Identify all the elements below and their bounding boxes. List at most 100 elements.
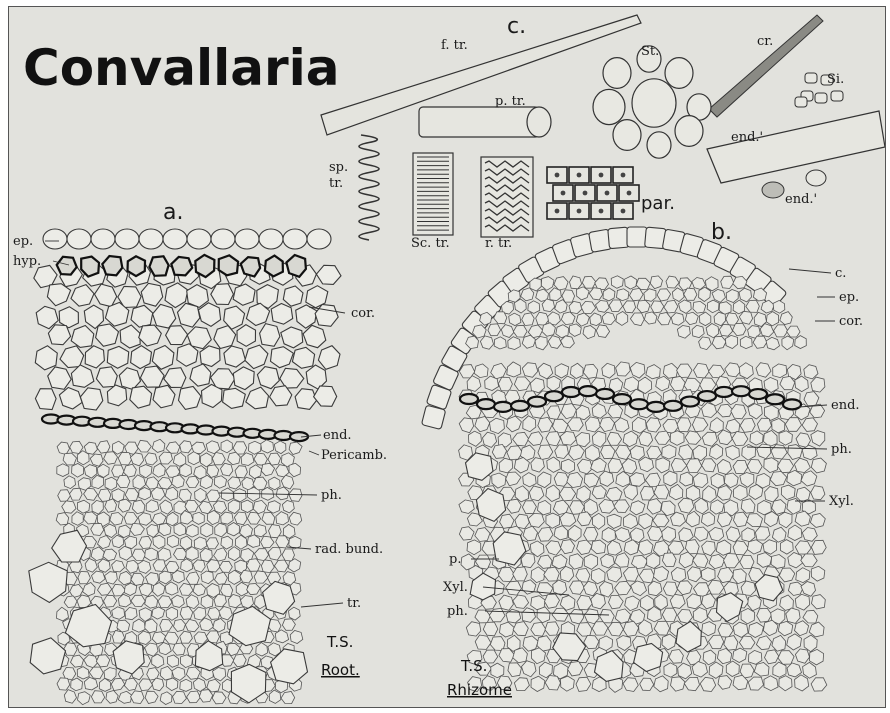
cell-shape — [91, 524, 104, 536]
cell-shape — [118, 525, 130, 538]
cell-shape — [677, 581, 692, 595]
cell-shape — [764, 458, 778, 473]
cell-shape — [281, 692, 295, 704]
cell-shape — [600, 471, 614, 486]
cell-shape — [773, 662, 786, 677]
cell-shape — [221, 463, 233, 476]
cell-shape — [475, 635, 491, 649]
cell-shape — [219, 607, 232, 620]
cell-shape — [537, 583, 553, 596]
cell-shape — [719, 325, 732, 337]
cell-shape — [709, 527, 724, 541]
cell-shape — [678, 498, 694, 513]
cell-shape — [57, 607, 69, 621]
cell-shape — [687, 567, 701, 582]
cell-shape — [726, 446, 740, 460]
element-label-r-tr: r. tr. — [485, 236, 512, 251]
cell-shape — [145, 453, 158, 465]
cell-shape — [513, 325, 527, 337]
cell-shape — [269, 477, 281, 490]
cell-shape — [662, 553, 676, 567]
cell-shape — [153, 535, 165, 549]
cell-shape — [801, 554, 818, 567]
cell-shape — [560, 432, 576, 446]
cell-shape — [779, 676, 792, 691]
cell-shape — [779, 568, 795, 582]
cell-shape — [508, 663, 522, 677]
cell-shape — [811, 566, 825, 581]
cell-shape — [711, 474, 725, 489]
cell-shape — [561, 404, 576, 419]
cell-shape — [611, 276, 623, 289]
cell-shape — [576, 313, 589, 326]
cell-shape — [766, 312, 778, 326]
cell-shape — [766, 394, 784, 404]
cell-shape — [757, 608, 772, 622]
cell-shape — [733, 323, 747, 335]
cell-shape — [145, 548, 158, 561]
cell-shape — [748, 677, 763, 690]
cell-shape — [153, 560, 166, 572]
cell-shape — [654, 676, 668, 692]
cell-shape — [146, 500, 159, 512]
cell-shape — [804, 635, 817, 652]
cell-shape — [117, 620, 130, 632]
cell-shape — [687, 594, 702, 609]
cell-shape — [639, 457, 654, 472]
cell-shape — [538, 527, 553, 541]
cell-shape — [522, 661, 537, 677]
cell-shape — [717, 648, 731, 663]
cell-shape — [754, 663, 769, 677]
cell-shape — [83, 583, 96, 596]
cell-shape — [623, 678, 638, 692]
cell-shape — [596, 389, 614, 399]
cell-shape — [811, 377, 825, 392]
cell-shape — [103, 549, 117, 561]
cell-shape — [139, 229, 163, 249]
cell-shape — [810, 514, 825, 528]
cell-shape — [781, 485, 795, 500]
cell-shape — [685, 312, 698, 324]
cell-shape — [648, 581, 662, 596]
cell-shape — [62, 501, 76, 513]
cell-shape — [281, 327, 303, 348]
cell-shape — [499, 458, 513, 473]
cell-shape — [613, 394, 631, 404]
cell-shape — [132, 549, 145, 560]
cell-shape — [693, 445, 707, 460]
cell-shape — [71, 326, 94, 348]
cell-shape — [147, 525, 159, 538]
cell-shape — [245, 345, 268, 369]
cell-shape — [780, 540, 793, 555]
cell-shape — [115, 229, 139, 249]
cell-shape — [802, 445, 817, 460]
cell-shape — [254, 525, 266, 537]
cell-shape — [644, 289, 656, 302]
cell-shape — [786, 608, 800, 623]
cell-shape — [547, 376, 560, 391]
cell-shape — [241, 257, 260, 276]
cell-shape — [537, 607, 550, 623]
cell-shape — [679, 528, 694, 542]
cell-shape — [152, 439, 165, 452]
cell-shape — [84, 512, 97, 524]
cell-shape — [666, 276, 679, 288]
cell-shape — [460, 394, 478, 404]
cell-shape — [531, 622, 546, 636]
rhizome-label-ph-right: ph. — [831, 442, 852, 457]
cell-shape — [501, 325, 514, 338]
cell-shape — [615, 553, 629, 568]
starch-grain — [613, 120, 641, 151]
cell-shape — [656, 458, 670, 473]
cell-shape — [733, 648, 747, 662]
cell-shape — [726, 527, 740, 542]
cell-shape — [111, 678, 124, 690]
cell-shape — [138, 631, 151, 645]
cell-shape — [788, 445, 803, 460]
leader-line — [789, 269, 831, 273]
cell-shape — [190, 364, 211, 386]
rhizome-label-xyl-left: Xyl. — [443, 580, 468, 595]
cell-shape — [782, 336, 794, 350]
cell-shape — [583, 364, 597, 378]
cell-shape — [494, 337, 506, 349]
